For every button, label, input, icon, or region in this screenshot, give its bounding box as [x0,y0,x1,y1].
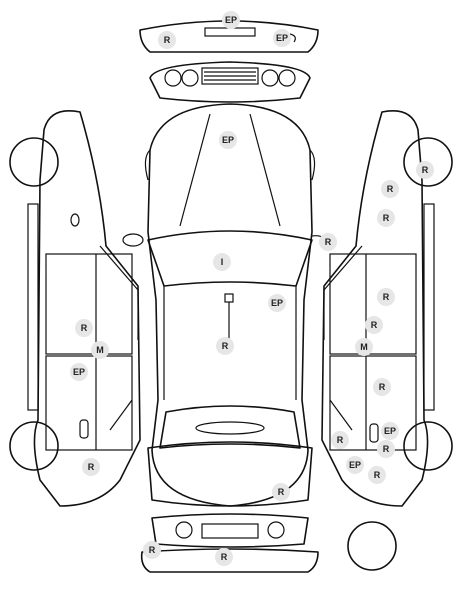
rear-bumper-view [140,548,319,573]
damage-marker-ep: EP [222,11,240,29]
damage-marker-r: R [416,161,434,179]
damage-marker-label: R [387,184,394,194]
damage-marker-ep: EP [346,456,364,474]
damage-marker-label: R [379,382,386,392]
damage-marker-r: R [272,483,290,501]
damage-marker-ep: EP [219,131,237,149]
damage-marker-label: EP [276,33,288,43]
damage-marker-r: R [377,209,395,227]
spare-wheel [347,521,397,571]
damage-marker-r: R [319,233,337,251]
damage-marker-label: EP [73,367,85,377]
damage-marker-label: R [221,552,228,562]
damage-marker-ep: EP [268,294,286,312]
damage-marker-r: R [158,31,176,49]
damage-marker-label: M [360,342,368,352]
damage-marker-label: EP [384,426,396,436]
damage-marker-r: R [75,319,93,337]
damage-marker-r: R [377,440,395,458]
damage-marker-label: R [164,35,171,45]
damage-marker-label: EP [225,15,237,25]
damage-marker-label: R [371,320,378,330]
damage-marker-m: M [355,338,373,356]
damage-marker-label: R [383,213,390,223]
rear-fascia-view [151,513,309,548]
damage-marker-label: R [149,545,156,555]
damage-marker-label: R [222,341,229,351]
damage-marker-label: R [383,444,390,454]
damage-marker-r: R [373,378,391,396]
damage-marker-r: R [365,316,383,334]
damage-markers: EP R EP EP R R R R I EP R R R R M M EP R EP R R EP R R R R R [70,11,434,566]
damage-marker-label: R [325,237,332,247]
damage-marker-label: EP [271,298,283,308]
damage-marker-r: R [82,458,100,476]
damage-marker-label: M [96,345,104,355]
damage-marker-label: EP [222,135,234,145]
damage-marker-r: R [331,431,349,449]
right-side-view [321,110,453,507]
damage-marker-label: R [337,435,344,445]
damage-marker-label: R [278,487,285,497]
damage-marker-ep: EP [70,363,88,381]
damage-marker-i: I [213,253,231,271]
damage-marker-r: R [377,288,395,306]
damage-marker-label: R [422,165,429,175]
damage-marker-r: R [216,337,234,355]
damage-marker-r: R [381,180,399,198]
damage-marker-label: R [81,323,88,333]
damage-marker-ep: EP [273,29,291,47]
damage-marker-r: R [143,541,161,559]
damage-marker-m: M [91,341,109,359]
front-fascia-view [149,61,311,103]
damage-marker-label: R [374,470,381,480]
left-side-view [9,110,141,507]
damage-marker-label: R [88,462,95,472]
damage-marker-r: R [215,548,233,566]
car-top-view [122,103,329,507]
damage-marker-label: I [221,257,224,267]
damage-marker-r: R [368,466,386,484]
damage-marker-label: R [383,292,390,302]
damage-marker-label: EP [349,460,361,470]
damage-marker-ep: EP [381,422,399,440]
